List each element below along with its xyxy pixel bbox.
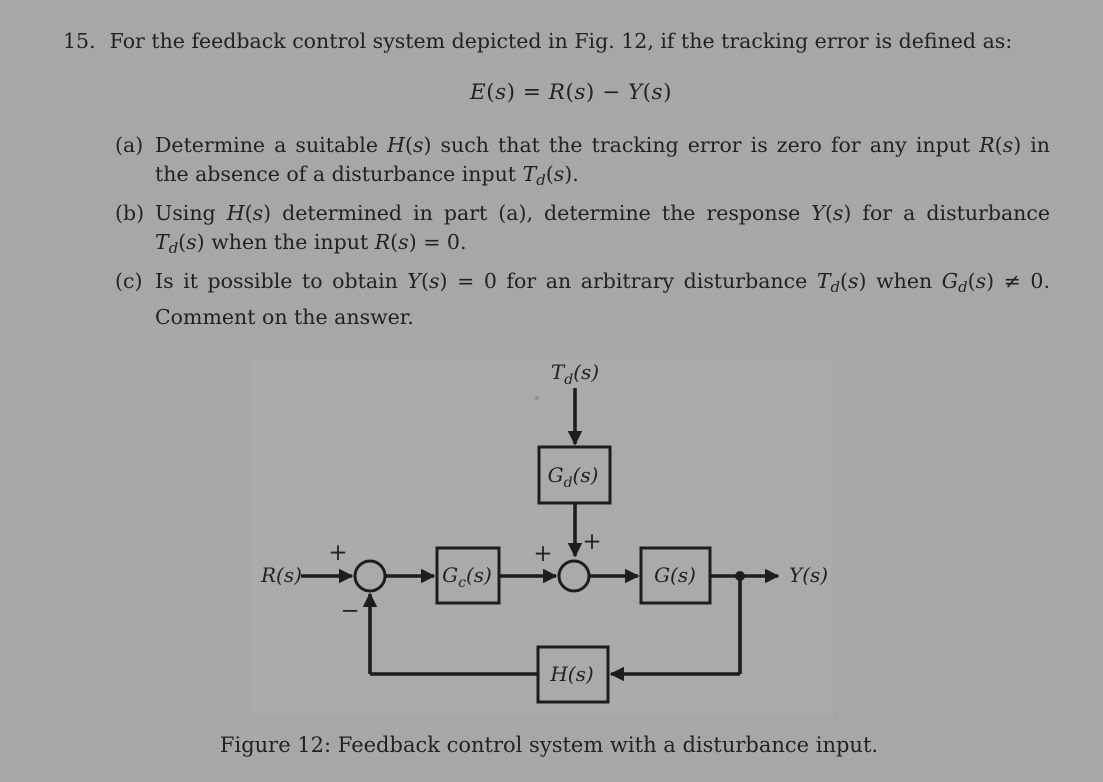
sum2-plus-left-sign: +: [533, 541, 552, 567]
part-a-label: (a): [115, 133, 144, 157]
problem-statement: 15. For the feedback control system depic…: [63, 27, 1038, 55]
part-c-text: Is it possible to obtain Y(s) = 0 for an…: [155, 269, 1050, 329]
summing-junction-1: [353, 559, 387, 593]
r-label: R(s): [260, 563, 302, 587]
y-label: Y(s): [789, 563, 828, 587]
part-b-text: Using H(s) determined in part (a), deter…: [155, 201, 1050, 257]
part-c: (c) Is it possible to obtain Y(s) = 0 fo…: [115, 267, 1050, 331]
scan-speck: [535, 396, 539, 400]
td-label: Td(s): [551, 360, 599, 388]
figure-caption: Figure 12: Feedback control system with …: [219, 733, 879, 757]
g-label: G(s): [654, 563, 696, 587]
block-diagram-svg: Td(s) Gd(s) + R(s) + − Gc(s) +: [260, 360, 828, 704]
problem-statement-text: For the feedback control system depicted…: [109, 29, 1013, 53]
sum1-minus-sign: −: [340, 598, 359, 624]
sum2-plus-top-sign: +: [582, 529, 601, 555]
part-b: (b) Using H(s) determined in part (a), d…: [115, 199, 1050, 263]
problem-number: 15.: [63, 29, 96, 53]
part-a-text: Determine a suitable H(s) such that the …: [155, 133, 1051, 189]
summing-junction-2: [557, 559, 591, 593]
part-b-label: (b): [115, 201, 145, 225]
part-c-label: (c): [115, 269, 143, 293]
h-label: H(s): [549, 662, 593, 686]
gd-label: Gd(s): [548, 463, 599, 491]
figure-12-block-diagram: Td(s) Gd(s) + R(s) + − Gc(s) +: [251, 360, 833, 716]
gc-label: Gc(s): [442, 563, 492, 591]
sum1-plus-sign: +: [328, 540, 347, 566]
part-a: (a) Determine a suitable H(s) such that …: [115, 131, 1050, 195]
tracking-error-equation: E(s) = R(s) − Y(s): [470, 80, 672, 105]
